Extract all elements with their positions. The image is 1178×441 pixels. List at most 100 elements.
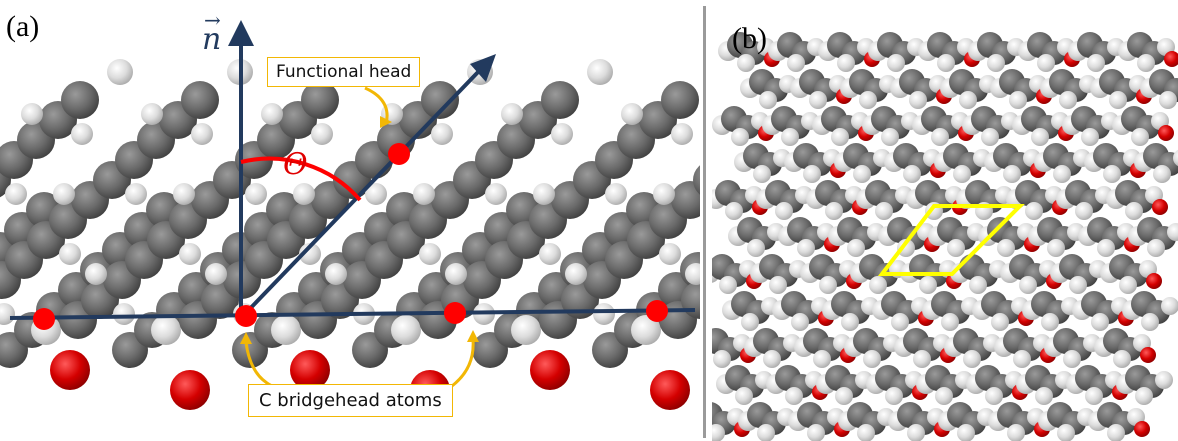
hydrogen-atom: [1091, 313, 1109, 331]
hydrogen-atom: [731, 128, 749, 146]
hydrogen-atom: [1057, 424, 1075, 441]
hydrogen-atom: [835, 387, 853, 405]
hydrogen-atom: [953, 165, 971, 183]
hydrogen-atom: [913, 350, 931, 368]
hydrogen-atom: [299, 243, 321, 265]
panel-divider: [703, 6, 706, 438]
hydrogen-atom: [847, 239, 865, 257]
hydrogen-atom: [757, 424, 775, 441]
hydrogen-atom: [853, 165, 871, 183]
hydrogen-atom: [1135, 387, 1153, 405]
hydrogen-atom: [1081, 128, 1099, 146]
hydrogen-atom: [1025, 202, 1043, 220]
hydrogen-atom: [1047, 239, 1065, 257]
hydrogen-atom: [1137, 54, 1155, 72]
oxygen-atom: [1158, 125, 1174, 141]
hydrogen-atom: [885, 387, 903, 405]
atoms-group: [0, 59, 700, 410]
hydrogen-atom: [741, 313, 759, 331]
hydrogen-atom: [747, 239, 765, 257]
hydrogen-atom: [1155, 371, 1173, 389]
hydrogen-atom: [261, 103, 283, 125]
hydrogen-atom: [807, 424, 825, 441]
hydrogen-atom: [1147, 239, 1165, 257]
oxygen-atom: [1134, 421, 1150, 437]
hydrogen-atom: [311, 123, 333, 145]
carbon-atom: [541, 81, 579, 119]
hydrogen-atom: [1037, 54, 1055, 72]
hydrogen-atom: [631, 315, 661, 345]
panel-a: (a) → n Θ Functional head C bridgehead a…: [0, 8, 700, 417]
hydrogen-atom: [803, 165, 821, 183]
panel-b-label: (b): [732, 22, 767, 55]
hydrogen-atom: [881, 128, 899, 146]
molecular-top-view: [712, 32, 1178, 441]
marker-dot: [444, 302, 466, 324]
hydrogen-atom: [1131, 128, 1149, 146]
hydrogen-atom: [1113, 350, 1131, 368]
hydrogen-atom: [1009, 91, 1027, 109]
hydrogen-atom: [797, 239, 815, 257]
carbon-atom: [693, 165, 700, 195]
hydrogen-atom: [539, 243, 561, 265]
hydrogen-atom: [969, 276, 987, 294]
hydrogen-atom: [1069, 276, 1087, 294]
oxygen-atom: [1140, 347, 1156, 363]
hydrogen-atom: [909, 91, 927, 109]
hydrogen-atom: [551, 123, 573, 145]
hydrogen-atom: [997, 239, 1015, 257]
hydrogen-atom: [725, 202, 743, 220]
hydrogen-atom: [759, 91, 777, 109]
hydrogen-atom: [1013, 350, 1031, 368]
hydrogen-atom: [1159, 91, 1177, 109]
hydrogen-atom: [191, 123, 213, 145]
hydrogen-atom: [787, 54, 805, 72]
bridgehead-callout: C bridgehead atoms: [248, 384, 453, 417]
hydrogen-atom: [1167, 223, 1178, 241]
hydrogen-atom: [71, 123, 93, 145]
hydrogen-atom: [863, 350, 881, 368]
hydrogen-atom: [173, 183, 195, 205]
hydrogen-atom: [937, 54, 955, 72]
tilt-angle-label: Θ: [283, 147, 308, 182]
carbon-atom: [661, 81, 699, 119]
hydrogen-atom: [897, 239, 915, 257]
hydrogen-atom: [659, 243, 681, 265]
hydrogen-atom: [141, 103, 163, 125]
hydrogen-atom: [837, 54, 855, 72]
hydrogen-atom: [511, 315, 541, 345]
hydrogen-atom: [113, 303, 135, 325]
hydrogen-atom: [763, 350, 781, 368]
substrate-axis-line: [9, 308, 696, 320]
hydrogen-atom: [753, 165, 771, 183]
normal-symbol: n: [202, 22, 222, 57]
hydrogen-atom: [875, 202, 893, 220]
hydrogen-atom: [1063, 350, 1081, 368]
hydrogen-atom: [1153, 165, 1171, 183]
hydrogen-atom: [991, 313, 1009, 331]
hydrogen-atom: [1041, 313, 1059, 331]
hydrogen-atom: [53, 183, 75, 205]
hydrogen-atom: [431, 123, 453, 145]
hydrogen-atom: [21, 103, 43, 125]
hydrogen-atom: [891, 313, 909, 331]
hydrogen-atom: [653, 183, 675, 205]
hydrogen-atom: [1085, 387, 1103, 405]
hydrogen-atom: [1141, 313, 1159, 331]
hydrogen-atom: [981, 128, 999, 146]
hydrogen-atom: [1035, 387, 1053, 405]
hydrogen-atom: [737, 54, 755, 72]
hydrogen-atom: [501, 103, 523, 125]
hydrogen-atom: [1109, 91, 1127, 109]
hydrogen-atom: [205, 263, 227, 285]
hydrogen-atom: [621, 103, 643, 125]
oxygen-atom: [50, 350, 90, 390]
hydrogen-atom: [791, 313, 809, 331]
vector-arrow-glyph: →: [204, 8, 221, 32]
surface-normal-label: → n: [202, 8, 222, 57]
hydrogen-atom: [813, 350, 831, 368]
hydrogen-atom: [59, 243, 81, 265]
hydrogen-atom: [1007, 424, 1025, 441]
hydrogen-atom: [809, 91, 827, 109]
hydrogen-atom: [857, 424, 875, 441]
